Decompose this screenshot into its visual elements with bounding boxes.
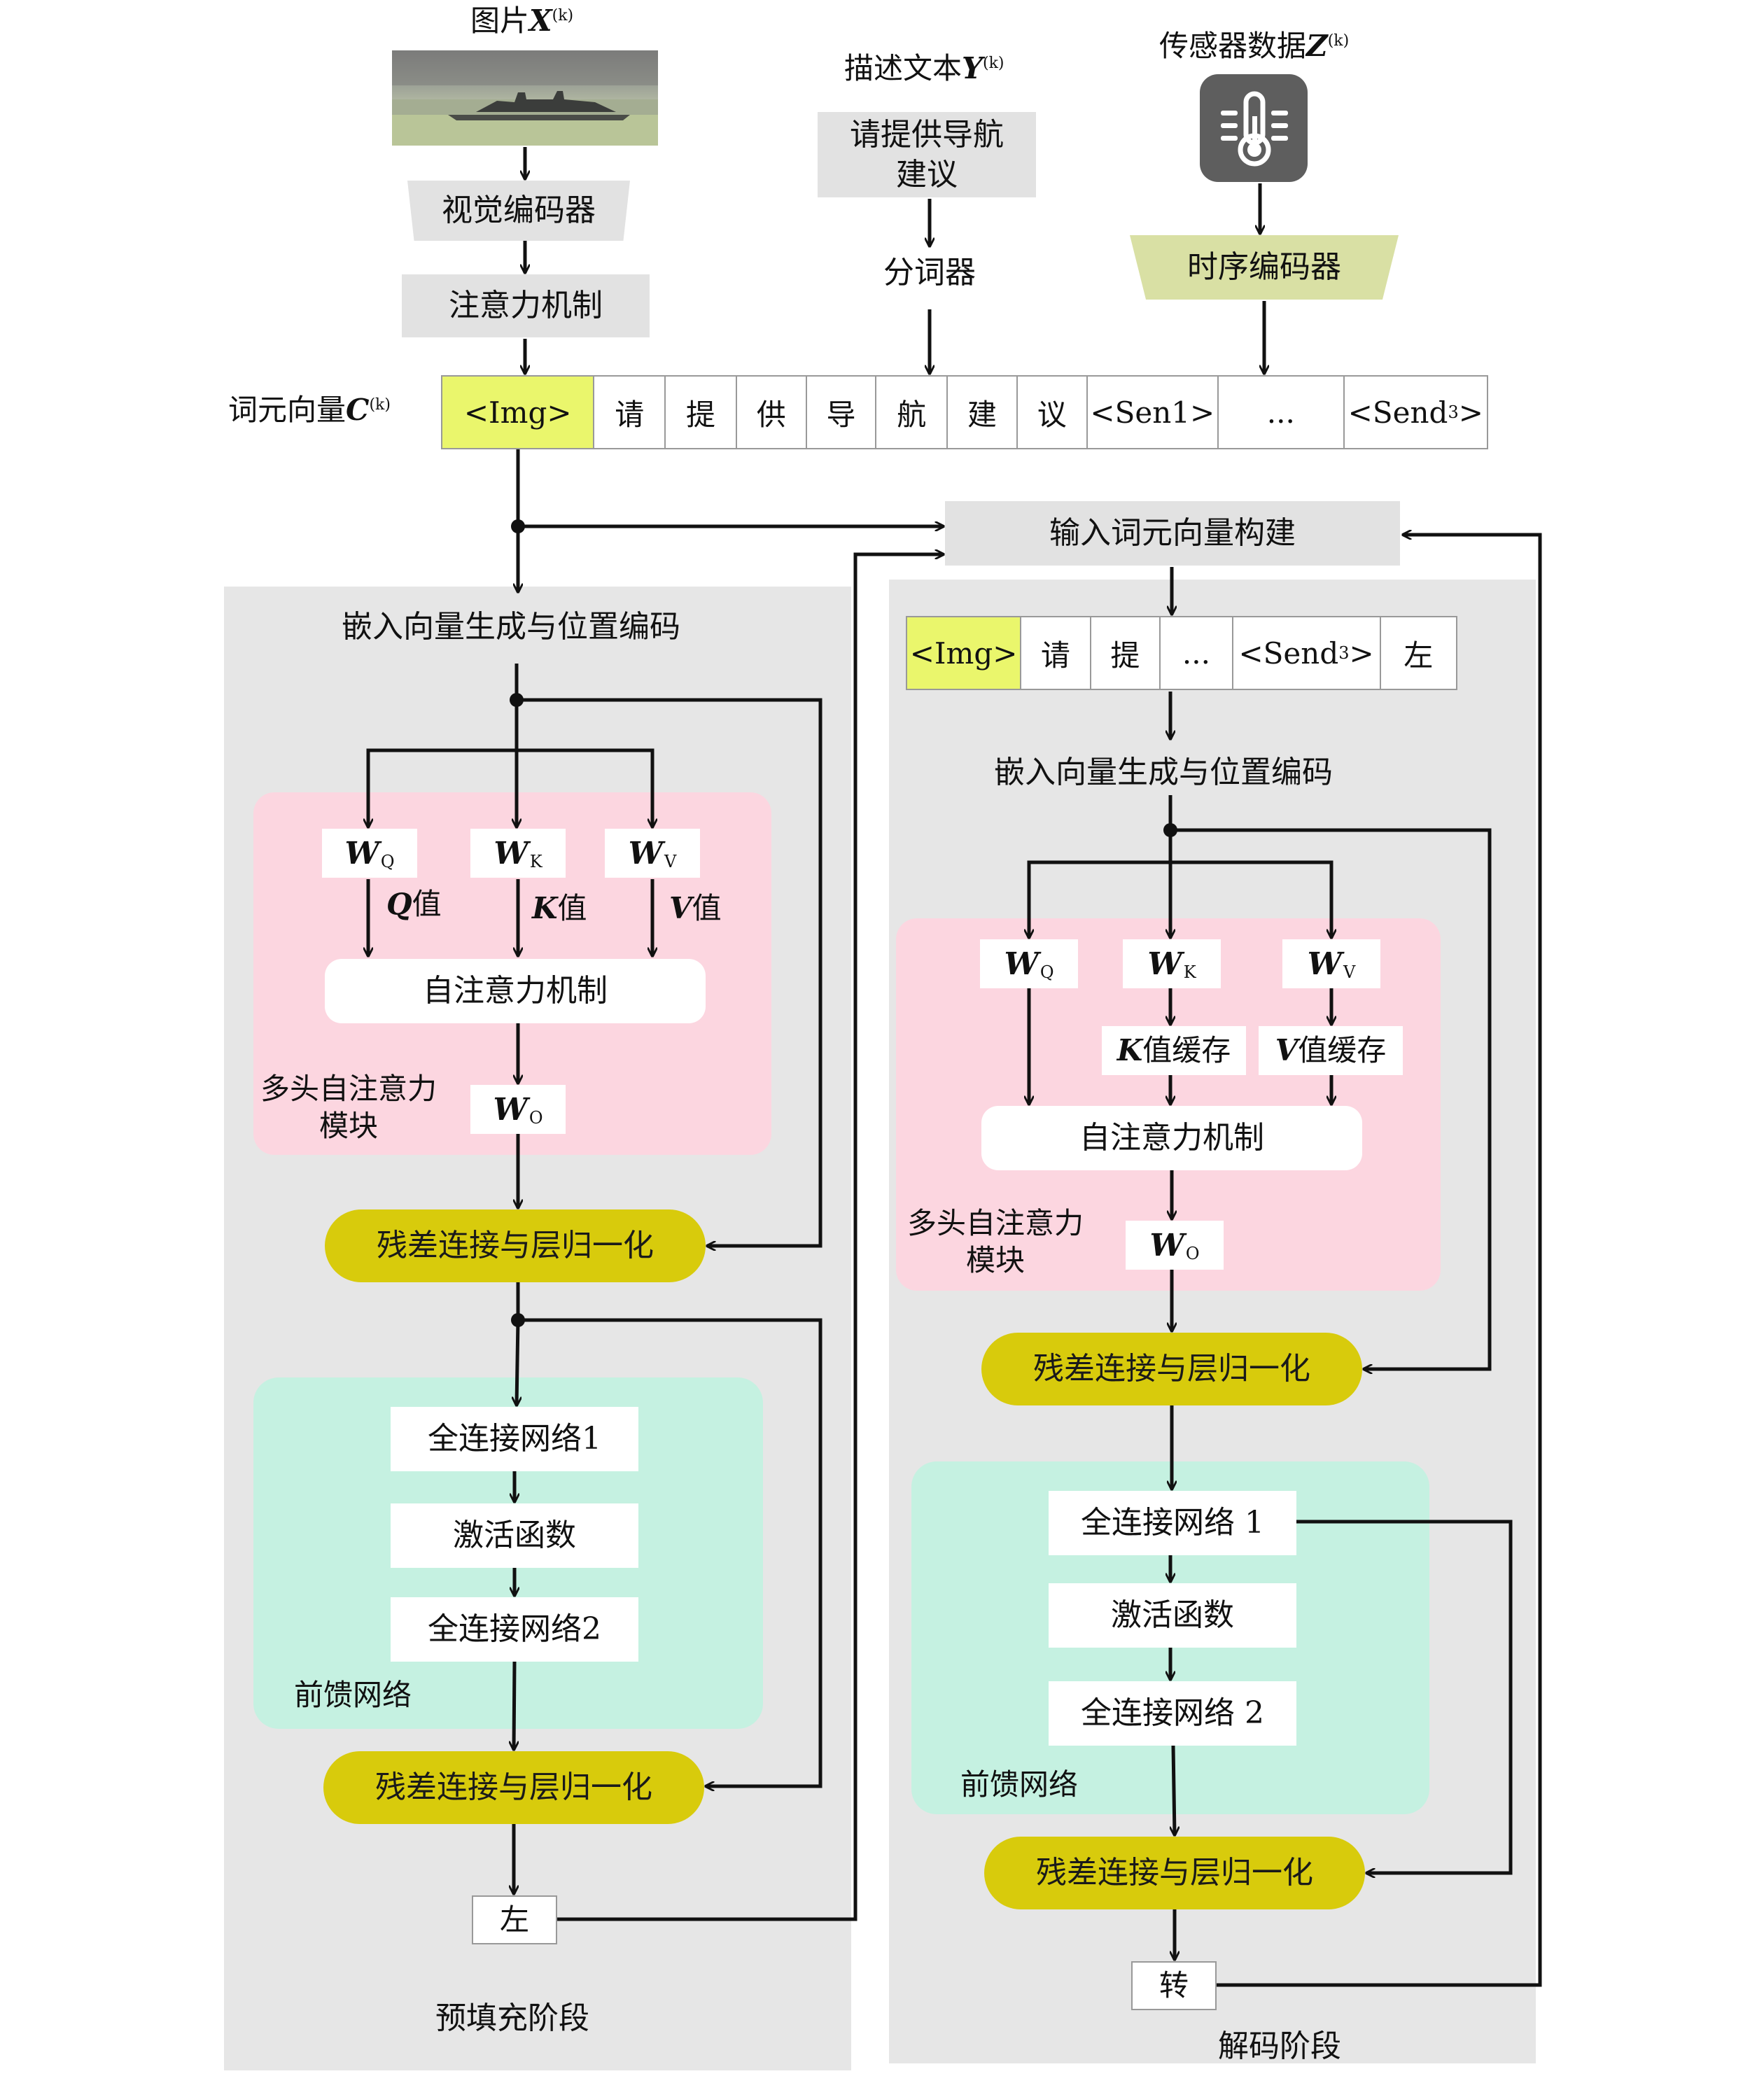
decode-fc2: 全连接网络 2 <box>1049 1681 1296 1746</box>
decode-residual-2: 残差连接与层归一化 <box>984 1837 1365 1909</box>
prefill-fc1: 全连接网络1 <box>391 1407 638 1471</box>
visual-encoder: 视觉编码器 <box>407 181 630 241</box>
token-item: 供 <box>737 377 807 448</box>
prefill-activation: 激活函数 <box>391 1503 638 1568</box>
decode-stage-panel <box>889 580 1536 2063</box>
decode-fc1: 全连接网络 1 <box>1049 1491 1296 1555</box>
prefill-output-token: 左 <box>472 1895 557 1944</box>
prefill-residual-2: 残差连接与层归一化 <box>323 1751 704 1824</box>
image-input-title: 图片X(k) <box>470 3 574 38</box>
token-ellipsis: ... <box>1161 617 1233 689</box>
token-sensor-start: <Sen1> <box>1088 377 1219 448</box>
ship-image <box>392 50 658 146</box>
token-img: <Img> <box>907 617 1022 689</box>
decode-stage-title: 解码阶段 <box>1218 2028 1341 2064</box>
token-item: 航 <box>876 377 948 448</box>
decode-residual-1: 残差连接与层归一化 <box>981 1333 1362 1405</box>
decode-mha-label: 多头自注意力 模块 <box>907 1206 1084 1277</box>
prefill-residual-1: 残差连接与层归一化 <box>325 1209 706 1282</box>
attention-mechanism: 注意力机制 <box>402 274 650 337</box>
text-input-title: 描述文本Y(k) <box>844 51 1004 85</box>
tokenizer-label: 分词器 <box>883 255 976 290</box>
prefill-ffn-label: 前馈网络 <box>294 1678 412 1712</box>
prefill-mha-label: 多头自注意力 模块 <box>260 1072 438 1143</box>
decode-self-attention: 自注意力机制 <box>981 1106 1362 1170</box>
temporal-encoder: 时序编码器 <box>1130 235 1399 300</box>
decode-output-token: 转 <box>1131 1961 1217 2010</box>
decode-embed-label: 嵌入向量生成与位置编码 <box>994 755 1333 790</box>
token-vector-label: 词元向量C(k) <box>228 393 391 427</box>
token-img: <Img> <box>442 377 595 448</box>
token-item: 请 <box>1021 617 1091 689</box>
token-item: 建 <box>948 377 1018 448</box>
decode-ffn-label: 前馈网络 <box>960 1767 1079 1802</box>
text-content-box: 请提供导航 建议 <box>818 112 1036 197</box>
token-item: 议 <box>1018 377 1088 448</box>
token-item: 请 <box>594 377 666 448</box>
token-item: 提 <box>666 377 737 448</box>
prefill-fc2: 全连接网络2 <box>391 1597 638 1662</box>
prefill-embed-label: 嵌入向量生成与位置编码 <box>342 609 680 645</box>
input-token-build: 输入词元向量构建 <box>945 501 1400 566</box>
thermometer-icon <box>1200 74 1308 182</box>
prefill-v-value: V值 <box>669 891 722 925</box>
token-ellipsis: ... <box>1219 377 1345 448</box>
sensor-input-title: 传感器数据Z(k) <box>1159 29 1350 63</box>
prefill-self-attention: 自注意力机制 <box>325 959 706 1023</box>
prefill-q-value: Q值 <box>386 887 442 921</box>
decode-activation: 激活函数 <box>1049 1583 1296 1648</box>
prefill-stage-title: 预填充阶段 <box>435 2000 589 2036</box>
token-output-prev: 左 <box>1404 638 1434 673</box>
token-item: 导 <box>807 377 877 448</box>
prefill-k-value: K值 <box>532 891 587 925</box>
token-item: 提 <box>1091 617 1161 689</box>
